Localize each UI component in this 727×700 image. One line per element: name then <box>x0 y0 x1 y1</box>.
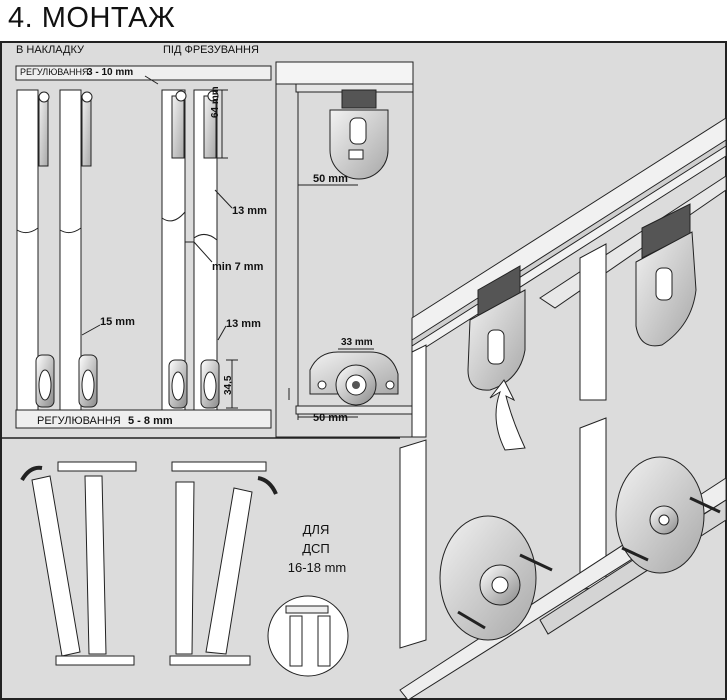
dimension-min-7mm: min 7 mm <box>212 261 264 273</box>
mounting-variants-panel <box>15 65 272 429</box>
dimension-lines-panel1 <box>81 75 238 409</box>
chipboard-line-3: 16-18 mm <box>287 560 347 575</box>
dimension-13mm-bottom: 13 mm <box>226 318 261 330</box>
router-mount-label: ПІД ФРЕЗУВАННЯ <box>163 44 259 56</box>
dimension-64mm: 64 mm <box>210 86 221 118</box>
floor-profile <box>15 409 272 429</box>
dimension-50mm-top: 50 mm <box>313 173 348 185</box>
ceiling-profile <box>15 65 272 81</box>
overlay-door-right <box>59 89 98 411</box>
dimension-13mm-top: 13 mm <box>232 205 267 217</box>
overlay-door-left <box>16 89 55 411</box>
page-title: 4. МОНТАЖ <box>8 2 176 34</box>
top-adjust-value: 3 - 10 mm <box>87 67 134 78</box>
router-door-left <box>161 89 188 411</box>
dimension-15mm: 15 mm <box>100 316 135 328</box>
overlay-mount-label: В НАКЛАДКУ <box>16 44 84 56</box>
section-panel <box>275 61 414 438</box>
top-adjust-label: РЕГУЛЮВАННЯ <box>20 67 89 77</box>
bottom-adjust-value: 5 - 8 mm <box>128 415 173 427</box>
isometric-panel <box>399 117 727 700</box>
installation-panel <box>1 437 400 677</box>
bottom-adjust-label: РЕГУЛЮВАННЯ <box>37 415 121 427</box>
chipboard-line-2: ДСП <box>302 541 330 556</box>
dimension-50mm-bottom: 50 mm <box>313 412 348 424</box>
dimension-34-5: 34,5 <box>223 375 234 395</box>
dimension-33mm: 33 mm <box>341 337 373 348</box>
router-door-right <box>193 89 220 411</box>
chipboard-line-1: ДЛЯ <box>302 522 330 537</box>
